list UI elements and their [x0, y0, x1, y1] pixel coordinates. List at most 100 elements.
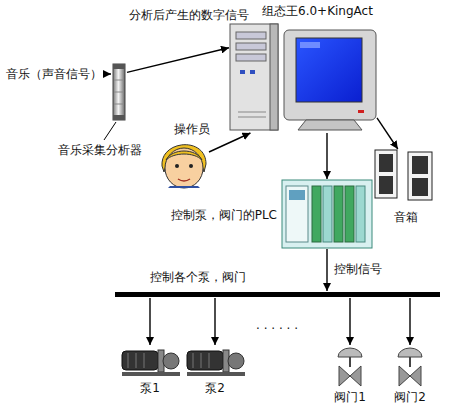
computer-symbol [358, 110, 364, 113]
speaker-symbol [375, 150, 432, 200]
computer-symbol [298, 120, 362, 130]
plc-symbol [334, 186, 343, 242]
computer-symbol [236, 54, 266, 61]
plc-symbol [312, 186, 321, 242]
node-label: 控制各个泵，阀门 [150, 270, 246, 284]
valve-symbol [338, 348, 362, 386]
valve-node: 阀门1 [336, 346, 364, 386]
edge-label: 控制信号 [333, 262, 383, 276]
valve-node: 阀门2 [396, 346, 424, 386]
connector-arrow [349, 298, 350, 345]
operator-figure [189, 164, 193, 168]
speaker-symbol [412, 178, 428, 196]
valve-symbol [338, 348, 362, 357]
pump-symbol [187, 372, 245, 376]
source-label: 音乐（声音信号） [6, 67, 102, 81]
plc-symbol [286, 186, 308, 242]
pump-symbol [144, 353, 145, 368]
pump-symbol [122, 372, 180, 376]
valve-symbol [398, 348, 422, 386]
edge-label: 分析后产生的数字信号 [128, 8, 250, 22]
operator-figure [178, 179, 190, 181]
analyzer-symbol [114, 104, 124, 105]
speaker-symbol [412, 156, 428, 174]
node-label: 阀门2 [394, 390, 426, 404]
node-label: 操作员 [174, 122, 210, 136]
node-label: 阀门1 [334, 390, 366, 404]
valve-symbol [409, 357, 411, 367]
analyzer-symbol [113, 115, 125, 120]
computer-symbol [240, 70, 245, 74]
speaker-symbol [408, 152, 432, 200]
node-label: 控制泵，阀门的PLC [171, 208, 277, 222]
pump-symbol [122, 350, 180, 376]
connector-arrow [326, 249, 327, 291]
node-label: 音乐（声音信号） [6, 67, 102, 81]
connector-arrow [377, 118, 398, 149]
operator-figure [166, 151, 202, 160]
analyzer-symbol [113, 64, 125, 120]
computer-node: 组态王6.0+KingAct [230, 24, 376, 132]
operator-figure [162, 145, 206, 188]
plc-symbol [282, 180, 372, 248]
node-label: 泵1 [140, 381, 160, 395]
analyzer-node: 音乐采集分析器 [112, 64, 126, 120]
operator-figure [165, 148, 203, 188]
operator-figure [175, 164, 179, 168]
computer-symbol [238, 117, 266, 118]
computer-symbol [270, 24, 278, 130]
bus-node: 控制各个泵，阀门 [115, 292, 440, 297]
speaker-node: 音箱 [375, 150, 432, 202]
analyzer-symbol [113, 64, 125, 69]
computer-symbol [296, 38, 362, 102]
pump-symbol [187, 350, 245, 376]
plc-symbol [345, 186, 354, 242]
pump-symbol [136, 353, 137, 368]
connector-arrow [214, 298, 215, 345]
node-label: 泵2 [205, 381, 225, 395]
computer-symbol [300, 42, 320, 48]
analyzer-symbol [114, 80, 124, 81]
valve-symbol [350, 366, 361, 386]
computer-symbol [250, 70, 255, 74]
valve-symbol [398, 348, 422, 357]
pump-symbol [187, 351, 223, 370]
pump-symbol [228, 353, 244, 369]
analyzer-symbol [114, 92, 124, 93]
computer-symbol [236, 43, 266, 50]
node-label: 音箱 [394, 210, 418, 224]
pump-symbol [209, 353, 210, 368]
plc-symbol [323, 186, 332, 242]
pump-symbol [122, 351, 158, 370]
pump-symbol [201, 353, 202, 368]
valve-symbol [410, 366, 421, 386]
plc-symbol [289, 190, 305, 200]
computer-symbol [284, 30, 376, 120]
connector-arrow [103, 73, 111, 74]
valve-symbol [349, 357, 351, 367]
pump-symbol [193, 353, 194, 368]
operator-figure [168, 186, 200, 188]
valve-symbol [339, 366, 350, 386]
operator-node: 操作员 [160, 140, 208, 188]
connector-arrow [209, 133, 250, 152]
node-label: 音乐采集分析器 [58, 143, 142, 157]
node-label: 组态王6.0+KingAct [262, 4, 373, 18]
connector-arrow [326, 133, 327, 179]
speaker-symbol [375, 150, 397, 198]
leader-line [104, 122, 116, 140]
valve-symbol [399, 366, 410, 386]
connector-arrow [149, 298, 150, 345]
plc-node: 控制泵，阀门的PLC [282, 180, 372, 248]
analyzer-symbol [113, 64, 125, 120]
pump-node: 泵1 [120, 346, 180, 378]
computer-symbol [230, 24, 376, 130]
bus-bar [115, 292, 440, 297]
computer-symbol [230, 24, 278, 130]
connector-arrow [409, 298, 410, 345]
speaker-symbol [379, 176, 393, 194]
pump-symbol [128, 353, 129, 368]
